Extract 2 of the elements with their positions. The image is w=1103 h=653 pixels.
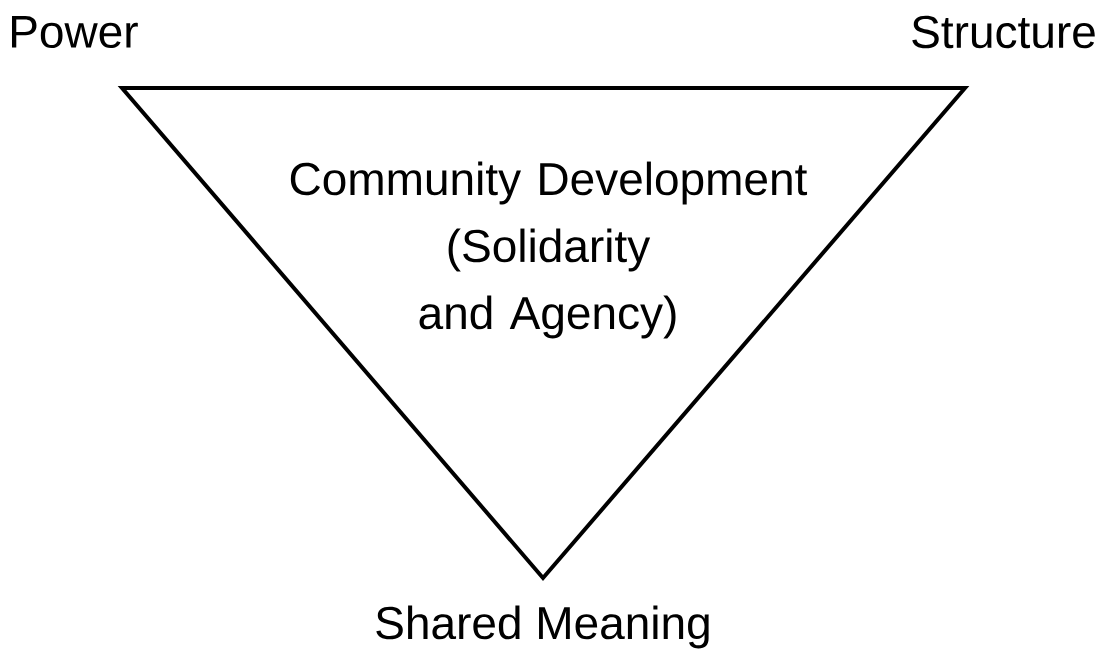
corner-label: Power <box>12 15 138 49</box>
corner-label: Structure <box>912 15 1095 49</box>
